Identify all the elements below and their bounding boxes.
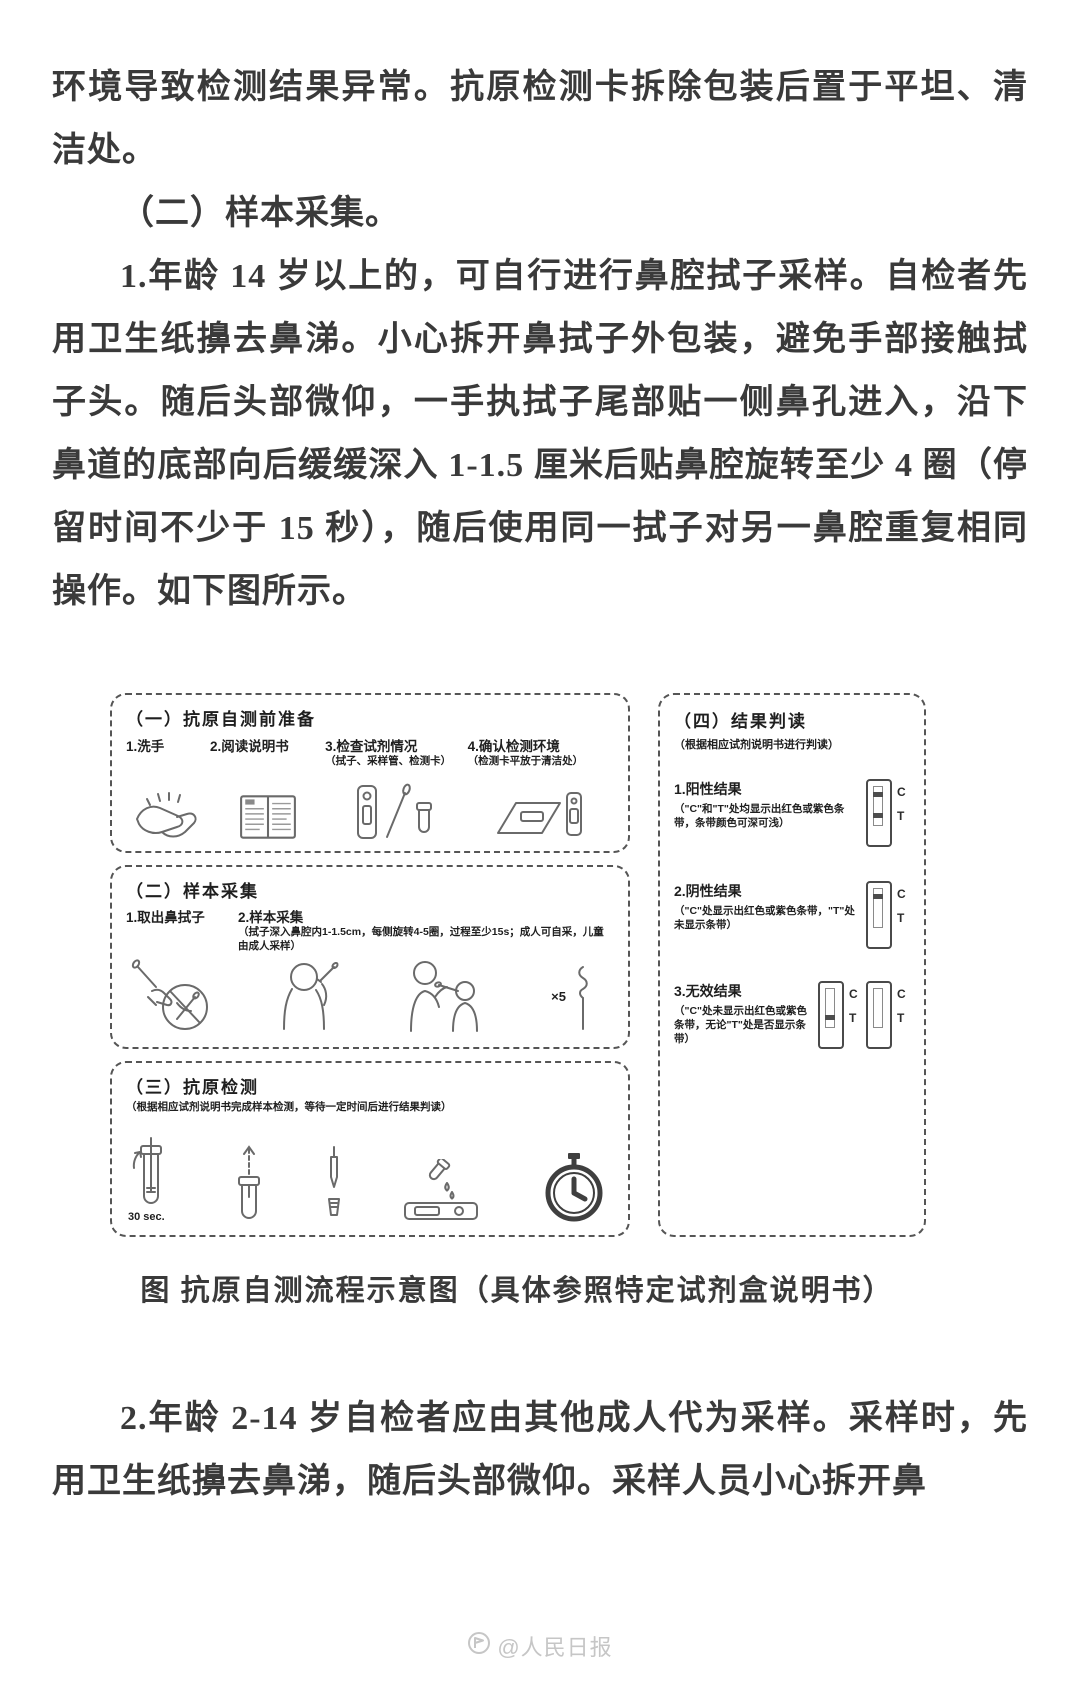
strip-t-label: T: [849, 1010, 857, 1025]
body-text-top: 环境导致检测结果异常。抗原检测卡拆除包装后置于平坦、清洁处。 （二）样本采集。 …: [52, 56, 1028, 623]
positive-test-strip: C T: [866, 778, 910, 849]
strip-c-label: C: [849, 986, 858, 1001]
step-label-take-swab: 1.取出鼻拭子: [126, 910, 205, 925]
preparation-steps: 1.洗手 2.阅读说明书: [126, 735, 614, 841]
wash-hands-icon: [131, 789, 205, 841]
self-swab-icon: [272, 957, 342, 1035]
stopwatch-icon: [540, 1151, 608, 1223]
result-invalid: 3.无效结果 （"C"处未显示出红色或紫色条带，无论"T"处是否显示条带） C …: [674, 980, 910, 1051]
prep-step-confirm-environment: 4.确认检测环境 （检测卡平放于清洁处）: [468, 735, 614, 841]
detection-note: （根据相应试剂说明书完成样本检测，等待一定时间后进行结果判读）: [126, 1101, 452, 1113]
panel-preparation-title: （一）抗原自测前准备: [126, 710, 316, 729]
times-five-label: ×5: [551, 989, 566, 1004]
dropper-tip-icon: [324, 1145, 344, 1223]
result-negative-label: 2.阴性结果: [674, 882, 742, 899]
panel-detection-title: （三）抗原检测: [126, 1078, 259, 1097]
watermark: @人民日报: [0, 1630, 1080, 1662]
body-text-bottom: 2.年龄 2-14 岁自检者应由其他成人代为采样。采样时，先用卫生纸擤去鼻涕，随…: [52, 1387, 1028, 1513]
step-label: 1.洗手: [126, 739, 165, 754]
step-label: 3.检查试剂情况: [325, 739, 418, 754]
step-label-collect-sample: 2.样本采集: [238, 910, 304, 925]
figure-left-column: （一）抗原自测前准备 1.洗手: [110, 693, 630, 1237]
step-label: 2.阅读说明书: [209, 739, 289, 754]
paragraph-sampling-child: 2.年龄 2-14 岁自检者应由其他成人代为采样。采样时，先用卫生纸擤去鼻涕，随…: [52, 1400, 1028, 1500]
sampling-illustrations: ×5: [126, 953, 614, 1037]
timer-30sec-label: 30 sec.: [128, 1211, 165, 1223]
paragraph-continuation: 环境导致检测结果异常。抗原检测卡拆除包装后置于平坦、清洁处。: [52, 69, 1028, 169]
prep-step-wash-hands: 1.洗手: [126, 735, 210, 841]
detection-illustrations: 30 sec.: [126, 1115, 614, 1225]
step-note: （拭子、采样管、检测卡）: [325, 755, 452, 767]
panel-sampling: （二）样本采集 1.取出鼻拭子 2.样本采集 （拭子深入鼻腔内1-1.5cm，每…: [110, 865, 630, 1049]
section-heading: （二）样本采集。: [120, 195, 400, 232]
figure-caption: 图 抗原自测流程示意图（具体参照特定试剂盒说明书）: [140, 1275, 894, 1307]
result-positive-label: 1.阳性结果: [674, 780, 742, 797]
paragraph-sampling-adult: 1.年龄 14 岁以上的，可自行进行鼻腔拭子采样。自检者先用卫生纸擤去鼻涕。小心…: [52, 258, 1028, 610]
assisted-swab-icon: [401, 957, 493, 1035]
result-negative-desc: （"C"处显示出红色或紫色条带，"T"处未显示条带）: [674, 904, 855, 932]
prep-step-read-manual: 2.阅读说明书: [210, 735, 325, 841]
panel-sampling-title: （二）样本采集: [126, 882, 259, 901]
strip-t-label: T: [897, 808, 905, 823]
strip-c-label: C: [897, 986, 906, 1001]
tube-swab-icon: 30 sec.: [128, 1136, 174, 1223]
swab-rotate-icon: [570, 963, 596, 1035]
take-swab-no-touch-icon: [128, 957, 214, 1035]
negative-test-strip: C T: [866, 880, 910, 951]
panel-preparation: （一）抗原自测前准备 1.洗手: [110, 693, 630, 853]
remove-swab-icon: [227, 1145, 271, 1223]
result-positive: 1.阳性结果 （"C"和"T"处均显示出红色或紫色条带，条带颜色可深可浅） C …: [674, 778, 910, 849]
result-positive-desc: （"C"和"T"处均显示出红色或紫色条带，条带颜色可深可浅）: [674, 802, 845, 830]
instruction-manual-icon: [238, 793, 298, 841]
panel-detection: （三）抗原检测 （根据相应试剂说明书完成样本检测，等待一定时间后进行结果判读）: [110, 1061, 630, 1237]
watermark-text: @人民日报: [497, 1635, 613, 1660]
result-negative: 2.阴性结果 （"C"处显示出红色或紫色条带，"T"处未显示条带） C T: [674, 880, 910, 951]
drip-cassette-icon: [397, 1159, 487, 1223]
result-invalid-desc: （"C"处未显示出红色或紫色条带，无论"T"处是否显示条带）: [674, 1004, 808, 1046]
panel-interpretation-title: （四）结果判读: [674, 712, 807, 731]
sampling-steps: 1.取出鼻拭子 2.样本采集 （拭子深入鼻腔内1-1.5cm，每侧旋转4-5圈，…: [126, 906, 614, 953]
step-label: 4.确认检测环境: [467, 739, 560, 754]
invalid-test-strip-t-only: C T: [818, 980, 862, 1051]
rotation-count-group: ×5: [551, 963, 596, 1035]
invalid-test-strips: C T C T: [818, 980, 910, 1051]
antigen-self-test-figure: （一）抗原自测前准备 1.洗手: [110, 693, 926, 1237]
invalid-test-strip-blank: C T: [866, 980, 910, 1051]
strip-t-label: T: [897, 910, 905, 925]
step-note: （检测卡平放于清洁处）: [467, 755, 584, 767]
panel-interpretation: （四）结果判读 （根据相应试剂说明书进行判读） 1.阳性结果 （"C"和"T"处…: [658, 693, 926, 1237]
prep-step-check-reagents: 3.检查试剂情况 （拭子、采样管、检测卡）: [325, 735, 468, 841]
strip-t-label: T: [897, 1010, 905, 1025]
strip-c-label: C: [897, 886, 906, 901]
sampling-note: （拭子深入鼻腔内1-1.5cm，每侧旋转4-5圈，过程至少15s；成人可自采，儿…: [238, 926, 604, 952]
result-invalid-label: 3.无效结果: [674, 982, 742, 999]
strip-c-label: C: [897, 784, 906, 799]
interpretation-note: （根据相应试剂说明书进行判读）: [674, 739, 839, 751]
test-environment-icon: [494, 787, 588, 841]
peoples-daily-logo-icon: [467, 1631, 491, 1661]
test-kit-icon: [353, 783, 439, 841]
